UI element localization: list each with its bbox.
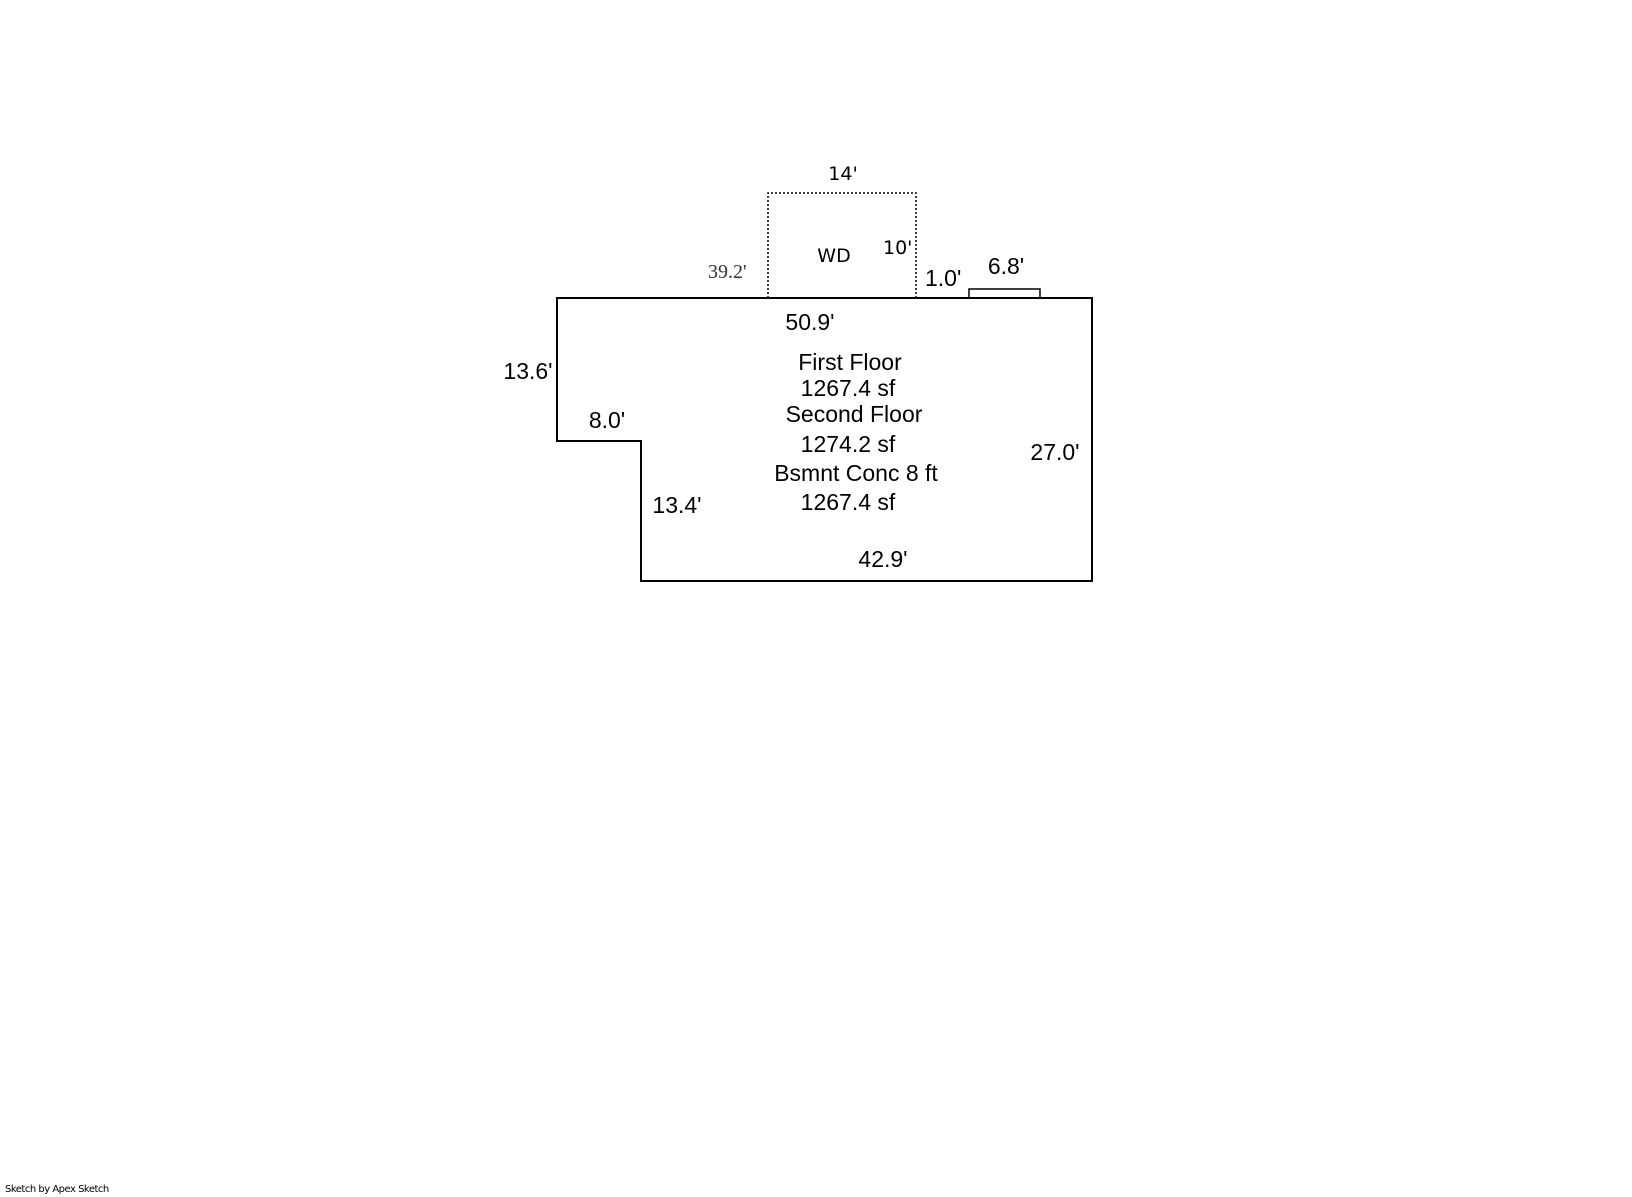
projection-width-label: 6.8' [988, 253, 1024, 279]
area-value-basement: 1267.4 sf [801, 489, 896, 515]
area-label-basement: Bsmnt Conc 8 ft [774, 460, 938, 486]
area-label-second-floor: Second Floor [786, 401, 923, 427]
bottom-dimension-label: 42.9' [858, 546, 907, 572]
main-floor-outline [556, 297, 1093, 582]
right-dimension-label: 27.0' [1030, 439, 1079, 465]
top-dimension-label: 50.9' [785, 309, 834, 335]
wd-label: WD [817, 245, 850, 267]
wd-offset-label: 39.2' [708, 261, 747, 283]
area-value-first-floor: 1267.4 sf [801, 375, 896, 401]
wd-depth-label: 10' [883, 237, 912, 259]
wd-deck-outline [767, 192, 917, 298]
small-projection-outline [968, 288, 1041, 298]
left-lower-dimension-label: 13.4' [652, 492, 701, 518]
notch-dimension-label: 8.0' [589, 407, 625, 433]
footer-credit: Sketch by Apex Sketch [5, 1184, 109, 1195]
wd-width-label: 14' [828, 163, 857, 185]
gap-label: 1.0' [925, 265, 961, 291]
left-upper-dimension-label: 13.6' [503, 358, 552, 384]
area-label-first-floor: First Floor [798, 349, 902, 375]
area-value-second-floor: 1274.2 sf [801, 431, 896, 457]
